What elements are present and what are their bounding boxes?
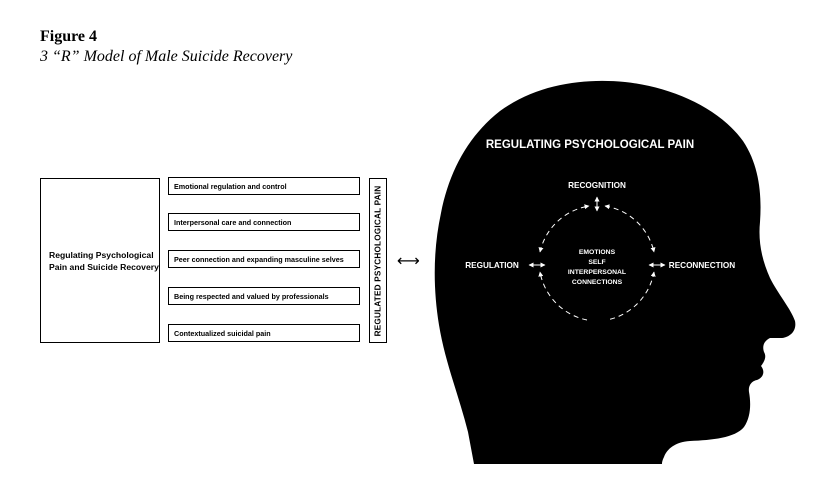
cycle-arc-top-right	[604, 204, 656, 253]
center-label-interpersonal: INTERPERSONAL	[568, 269, 626, 276]
regulated-pain-box: REGULATED PSYCHOLOGICAL PAIN	[369, 178, 387, 343]
figure-label: Figure 4	[40, 28, 98, 45]
double-arrow-icon: ⟷	[397, 251, 420, 270]
subtheme-box-interpersonal-care: Interpersonal care and connection	[168, 213, 360, 231]
cycle-arc-top-left	[538, 204, 590, 253]
center-label-connections: CONNECTIONS	[572, 279, 623, 286]
center-label-emotions: EMOTIONS	[579, 249, 616, 256]
reconnection-label: RECONNECTION	[669, 261, 735, 270]
figure-caption: 3 “R” Model of Male Suicide Recovery	[40, 48, 293, 65]
cycle-arc-bottom-left	[538, 271, 588, 321]
recognition-label: RECOGNITION	[568, 181, 626, 190]
head-silhouette	[434, 80, 796, 464]
center-label-self: SELF	[588, 259, 605, 266]
regulation-label: REGULATION	[465, 261, 519, 270]
subtheme-box-emotional-regulation: Emotional regulation and control	[168, 177, 360, 195]
subtheme-box-peer-connection: Peer connection and expanding masculine …	[168, 250, 360, 268]
subtheme-box-contextualized-pain: Contextualized suicidal pain	[168, 324, 360, 342]
main-theme-label: Regulating Psychological Pain and Suicid…	[49, 249, 159, 272]
cycle-arc-bottom-right	[606, 271, 656, 321]
main-theme-box: Regulating Psychological Pain and Suicid…	[40, 178, 160, 343]
head-title: REGULATING PSYCHOLOGICAL PAIN	[486, 139, 694, 151]
subtheme-box-respected-by-professionals: Being respected and valued by profession…	[168, 287, 360, 305]
